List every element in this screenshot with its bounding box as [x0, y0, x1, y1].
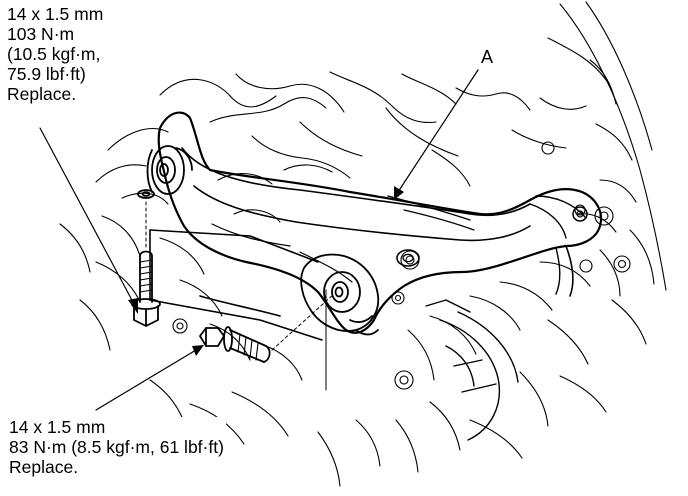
background-chassis-lines	[59, 1, 667, 487]
callout-line: Replace.	[9, 457, 79, 477]
callout-line: (10.5 kgf·m,	[7, 44, 101, 64]
top-bolt-torque-callout: 14 x 1.5 mm 103 N·m (10.5 kgf·m, 75.9 lb…	[7, 4, 106, 104]
top-callout-arrowhead	[128, 298, 138, 314]
part-a-leader	[397, 69, 479, 193]
bottom-callout-arrowhead	[192, 345, 204, 356]
leader-lines	[39, 69, 479, 411]
top-callout-leader	[39, 127, 135, 305]
callout-line: Replace.	[7, 84, 77, 104]
callout-line: 14 x 1.5 mm	[9, 417, 106, 437]
callout-line: 14 x 1.5 mm	[7, 4, 104, 24]
horizontal-bolt	[199, 326, 271, 363]
front-bushing	[146, 145, 193, 195]
lower-control-arm	[157, 111, 603, 334]
part-a-arrowhead	[394, 186, 404, 200]
part-a-label: A	[481, 47, 494, 67]
callout-line: 83 N·m (8.5 kgf·m, 61 lbf·ft)	[9, 437, 224, 457]
horizontal-bolt-guide	[271, 293, 335, 351]
bottom-callout-leader	[95, 349, 197, 411]
rear-bushing	[300, 253, 380, 336]
bottom-bolt-torque-callout: 14 x 1.5 mm 83 N·m (8.5 kgf·m, 61 lbf·ft…	[9, 417, 226, 477]
callout-line: 103 N·m	[7, 24, 75, 44]
driveshaft-section	[425, 299, 519, 441]
vertical-bolt	[131, 189, 161, 327]
callout-line: 75.9 lbf·ft)	[7, 64, 86, 84]
subframe	[149, 229, 323, 341]
